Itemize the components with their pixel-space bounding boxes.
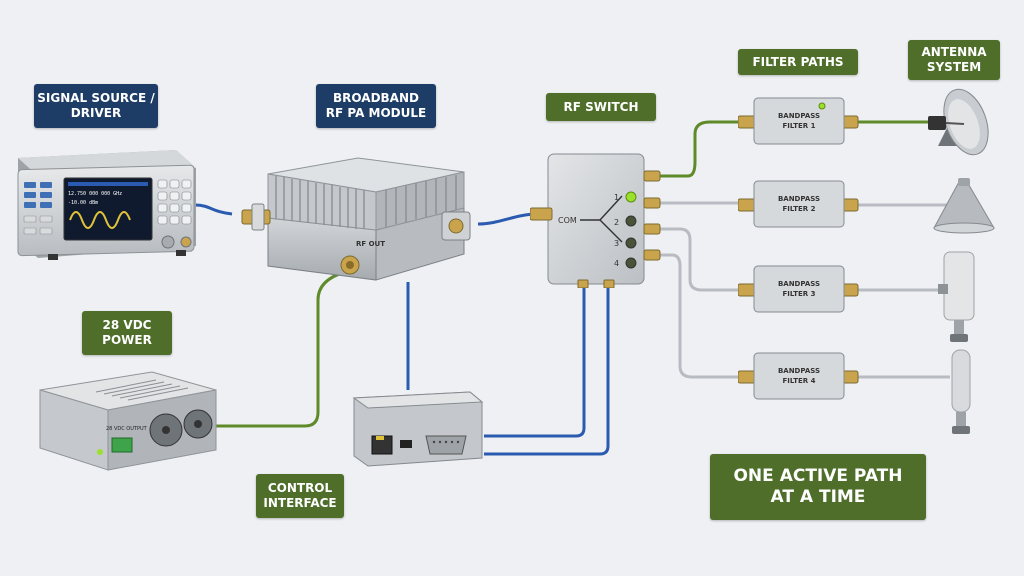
power-supply: 28 VDC OUTPUT xyxy=(39,371,217,471)
filter-label-line: FILTER 1 xyxy=(783,122,816,130)
label-line: SIGNAL SOURCE / xyxy=(37,91,155,105)
label-line: DRIVER xyxy=(70,106,122,120)
panel-antenna-icon xyxy=(938,251,975,342)
signal-source-label: SIGNAL SOURCE / DRIVER xyxy=(34,84,158,128)
inactive-led-icon xyxy=(625,237,637,249)
switch-port-label: 1 xyxy=(614,193,619,202)
cable-switch-to-filter-4 xyxy=(660,253,742,379)
sg-level-readout: -10.00 dBm xyxy=(68,200,98,206)
serial-port-icon xyxy=(425,435,467,455)
label-line: INTERFACE xyxy=(263,496,337,510)
switch-port-label: 4 xyxy=(614,259,619,268)
label-line: SYSTEM xyxy=(926,60,982,74)
pa-rf-out-label: RF OUT xyxy=(356,240,385,248)
pa-module: RF OUT xyxy=(241,157,471,281)
filter-label-line: BANDPASS xyxy=(778,195,820,203)
label-line: POWER xyxy=(102,333,152,347)
sg-screen xyxy=(63,177,153,241)
label-line: RF PA MODULE xyxy=(325,106,427,120)
power-label: 28 VDC POWER xyxy=(82,311,172,355)
switch-port-label: 3 xyxy=(614,239,619,248)
cable-source-to-pa xyxy=(194,203,233,216)
antenna-system-label: ANTENNA SYSTEM xyxy=(908,40,1000,80)
cable-switch-to-filter-1 xyxy=(660,120,742,178)
one-active-path-note: ONE ACTIVE PATH AT A TIME xyxy=(710,454,926,520)
bandpass-filter-1: BANDPASS FILTER 1 xyxy=(738,97,859,145)
bandpass-filter-3: BANDPASS FILTER 3 xyxy=(738,265,859,313)
label-line: 28 VDC xyxy=(102,318,152,332)
psu-output-label: 28 VDC OUTPUT xyxy=(106,426,148,432)
label-line: RF SWITCH xyxy=(563,99,639,114)
cable-control-to-switch-a xyxy=(484,284,586,438)
label-line: AT A TIME xyxy=(770,487,866,507)
bandpass-filter-4: BANDPASS FILTER 4 xyxy=(738,352,859,400)
active-led-icon xyxy=(625,191,637,203)
filter-paths-label: FILTER PATHS xyxy=(738,49,858,75)
filter-label-line: FILTER 3 xyxy=(783,290,816,298)
filter-active-led-icon xyxy=(818,102,826,110)
filter-label-line: BANDPASS xyxy=(778,280,820,288)
sg-frequency-readout: 12.750 000 000 GHz xyxy=(68,191,122,197)
pa-module-label: BROADBAND RF PA MODULE xyxy=(316,84,436,128)
switch-com-label: COM xyxy=(558,216,577,225)
cable-power-to-pa xyxy=(216,270,346,428)
dish-antenna-icon xyxy=(928,88,989,156)
cable-control-to-switch-b xyxy=(484,284,610,456)
label-line: ONE ACTIVE PATH xyxy=(733,465,903,486)
signal-generator: 12.750 000 000 GHz -10.00 dBm xyxy=(17,150,196,260)
label-line: FILTER PATHS xyxy=(752,54,844,69)
bandpass-filter-2: BANDPASS FILTER 2 xyxy=(738,180,859,228)
horn-antenna-icon xyxy=(933,178,995,234)
inactive-led-icon xyxy=(625,215,637,227)
usb-port-icon xyxy=(400,440,412,448)
label-line: CONTROL xyxy=(267,481,333,495)
switch-port-label: 2 xyxy=(614,218,619,227)
control-interface-label: CONTROL INTERFACE xyxy=(256,474,344,518)
label-line: ANTENNA xyxy=(921,45,987,59)
filter-label-line: FILTER 4 xyxy=(783,377,816,385)
control-interface-box xyxy=(352,391,484,467)
inactive-led-icon xyxy=(625,257,637,269)
filter-label-line: FILTER 2 xyxy=(783,205,816,213)
filter-label-line: BANDPASS xyxy=(778,112,820,120)
label-line: BROADBAND xyxy=(333,91,419,105)
rf-switch: COM 1 2 3 4 xyxy=(530,153,661,288)
rf-switch-label: RF SWITCH xyxy=(546,93,656,121)
cable-pa-to-switch xyxy=(477,212,539,226)
omni-antenna-icon xyxy=(951,349,971,434)
cable-switch-to-filter-3 xyxy=(660,227,742,292)
filter-label-line: BANDPASS xyxy=(778,367,820,375)
